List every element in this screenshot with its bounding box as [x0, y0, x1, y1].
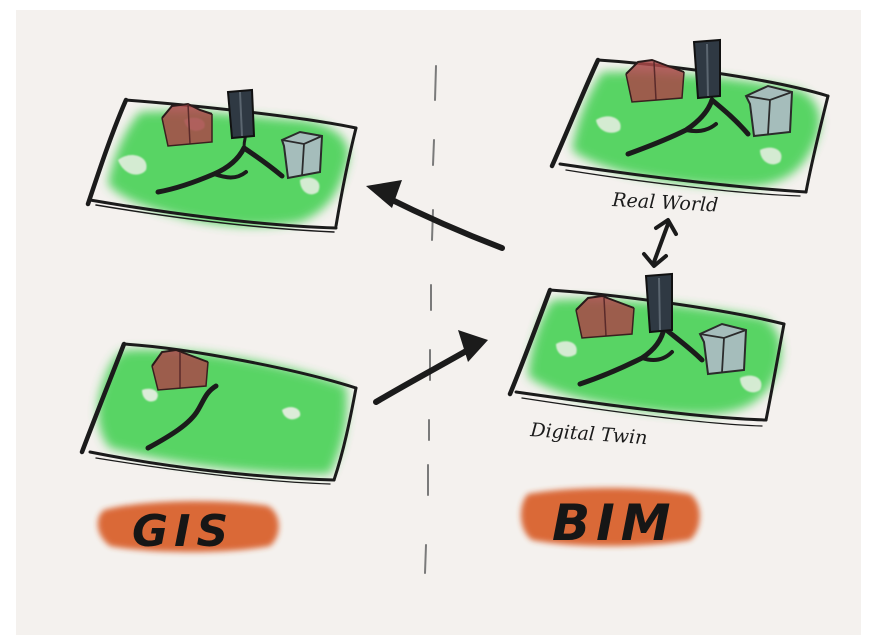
arrow-gis-to-bim: [376, 330, 488, 402]
real-world-label: Real World: [611, 189, 719, 217]
gis-badge: GIS: [98, 501, 279, 557]
center-divider: [425, 66, 436, 573]
tower-icon: [228, 90, 254, 138]
double-arrow: [644, 220, 676, 266]
house-icon: [162, 104, 212, 146]
building-icon: [746, 86, 792, 136]
bim-label: BIM: [552, 494, 676, 552]
tower-icon: [694, 40, 720, 98]
gis-map-simple: [82, 344, 356, 484]
digital-twin-label: Digital Twin: [529, 419, 648, 449]
tower-icon: [646, 274, 672, 332]
arrow-bim-to-gis: [366, 180, 502, 248]
building-icon: [282, 132, 322, 178]
gis-map-detailed: [88, 90, 356, 232]
gis-label: GIS: [132, 506, 234, 557]
bim-badge: BIM: [521, 488, 700, 552]
building-icon: [700, 324, 746, 374]
real-world-map: [552, 40, 828, 196]
digital-twin-map: [510, 274, 784, 426]
